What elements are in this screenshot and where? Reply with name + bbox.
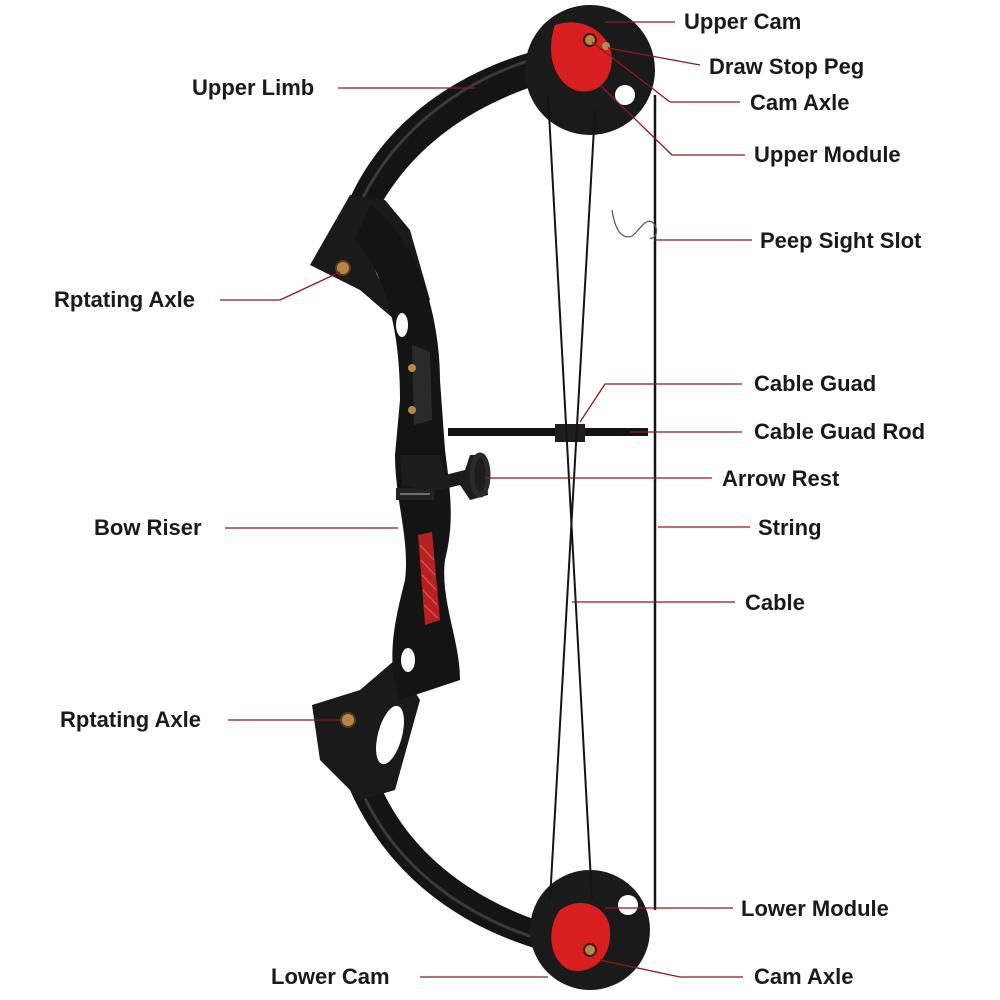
leader-cable-guard — [579, 383, 742, 423]
cable-guard-slide — [555, 424, 585, 442]
lower-pocket-cutout — [376, 705, 404, 765]
label-rotating-axle-bottom: Rptating Axle — [60, 707, 201, 732]
riser-lower-cutout — [401, 648, 415, 672]
leader-lines — [220, 21, 752, 978]
arrow-rest-shape — [400, 455, 488, 500]
label-cable-guard-rod: Cable Guad Rod — [754, 419, 926, 444]
leader-rotating-axle-top-diag — [279, 271, 341, 301]
bow-cable-1 — [547, 94, 593, 901]
riser-panel — [412, 345, 432, 425]
lower-limb-pocket — [312, 660, 420, 800]
rotating-axle-top-dot — [335, 260, 351, 276]
label-upper-cam: Upper Cam — [684, 9, 802, 34]
label-cam-axle-top: Cam Axle — [750, 90, 850, 115]
label-lower-cam: Lower Cam — [271, 964, 390, 989]
label-draw-stop-peg: Draw Stop Peg — [709, 54, 865, 79]
peep-sight-squiggle — [611, 209, 658, 239]
grip-accent-texture — [419, 544, 439, 619]
leader-draw-stop-peg — [607, 47, 701, 66]
leader-cam-axle-bottom — [599, 959, 681, 978]
upper-cam-cutout — [615, 85, 635, 105]
label-upper-limb: Upper Limb — [192, 75, 315, 100]
riser-screw-1 — [408, 364, 416, 372]
label-arrow-rest: Arrow Rest — [722, 466, 840, 491]
riser-screw-2 — [408, 406, 416, 414]
label-cam-axle-bottom: Cam Axle — [754, 964, 854, 989]
leader-upper-module — [599, 84, 673, 156]
label-string: String — [758, 515, 822, 540]
label-cable: Cable — [745, 590, 805, 615]
riser-cutout-1 — [396, 313, 408, 337]
arrow-rest-ring — [469, 452, 491, 498]
rotating-axle-bottom-dot — [340, 712, 356, 728]
cable-guard-rod-shape — [448, 428, 648, 436]
label-bow-riser: Bow Riser — [94, 515, 202, 540]
label-lower-module: Lower Module — [741, 896, 889, 921]
label-cable-guard: Cable Guad — [754, 371, 877, 396]
leader-cam-axle-top — [591, 41, 671, 103]
bow-cable-2 — [549, 109, 596, 901]
label-upper-module: Upper Module — [754, 142, 901, 167]
lower-cam-axle-dot — [583, 943, 597, 957]
lower-cam-cutout — [618, 895, 638, 915]
label-peep-sight-slot: Peep Sight Slot — [760, 228, 922, 253]
label-rotating-axle-top: Rptating Axle — [54, 287, 195, 312]
